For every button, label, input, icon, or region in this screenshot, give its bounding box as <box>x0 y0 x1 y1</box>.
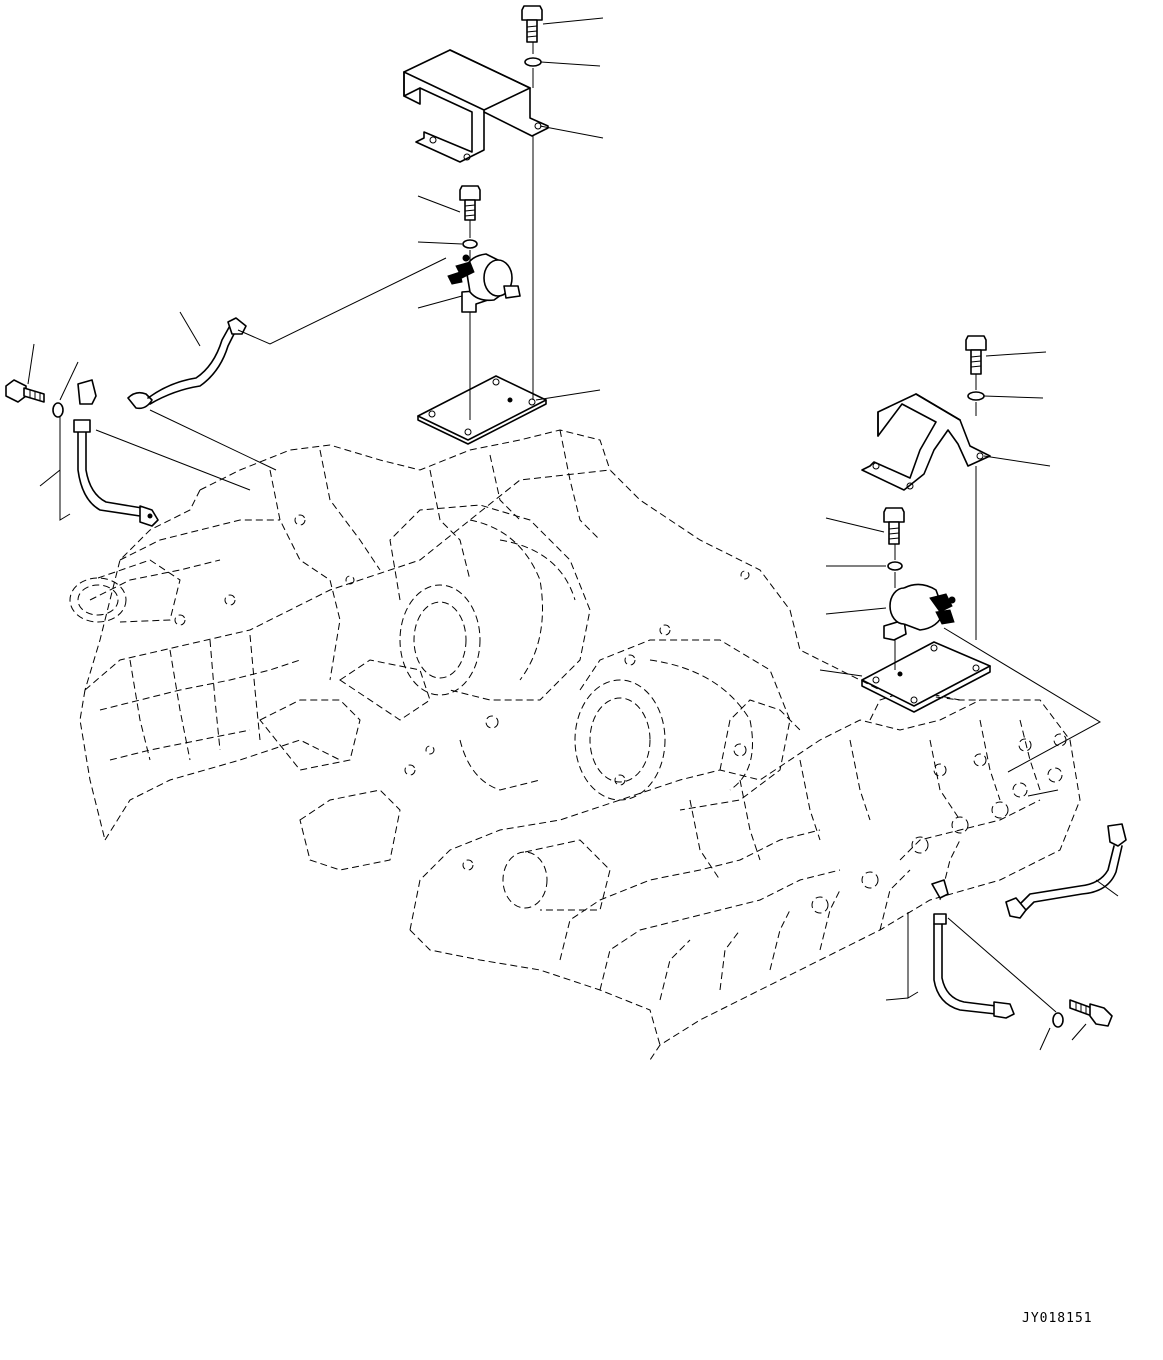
bolt-small <box>459 185 481 221</box>
solenoid-assembly-left <box>403 5 549 445</box>
bolt-small-right <box>883 507 905 545</box>
washer-top-right <box>967 391 985 401</box>
drawing-code: JY018151 <box>1022 1311 1093 1326</box>
solenoid-left <box>447 253 521 313</box>
solenoid-assembly-right <box>861 335 991 713</box>
bolt-left <box>5 379 45 403</box>
washer-top <box>524 57 542 67</box>
engine-block-phantom <box>69 429 1081 1061</box>
mounting-plate-right <box>861 641 991 713</box>
bolt-right <box>1069 999 1113 1027</box>
solenoid-right <box>883 583 956 641</box>
cable-right-upper <box>1005 823 1127 919</box>
washer-right <box>1052 1012 1064 1028</box>
cable-left-lower <box>73 379 159 527</box>
leader-lines <box>27 17 1119 1051</box>
mounting-plate-left <box>417 375 547 445</box>
cover-bracket-right <box>861 393 991 491</box>
washer-small-right <box>887 561 903 571</box>
cable-left-upper <box>127 317 247 410</box>
cover-bracket-left <box>403 49 549 163</box>
bolt-top-right <box>965 335 987 375</box>
bolt-top <box>521 5 543 43</box>
washer-left <box>52 402 64 418</box>
washer-small <box>462 239 478 249</box>
cable-right-lower <box>931 879 1015 1019</box>
